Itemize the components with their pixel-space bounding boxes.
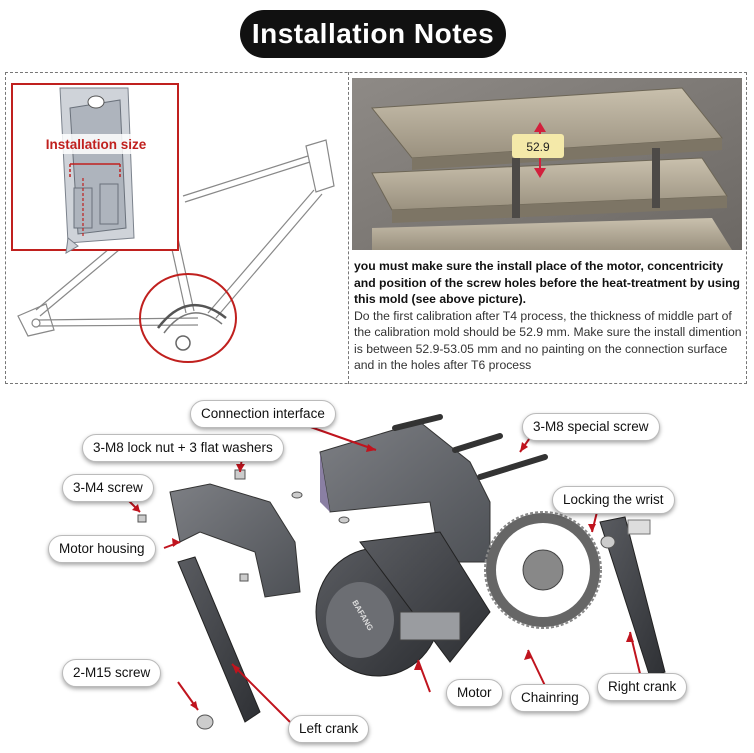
right-crank-label: Right crank <box>597 673 688 701</box>
notes-bold-text: you must make sure the install place of … <box>354 259 740 306</box>
notes-detail-text: Do the first calibration after T4 proces… <box>354 308 742 373</box>
exploded-view-diagram: BAFANG <box>127 414 666 730</box>
motor-housing-label: Motor housing <box>48 535 156 563</box>
page-title: Installation Notes <box>240 10 506 58</box>
left-crank-label: Left crank <box>288 715 370 743</box>
frame-diagram: Installation size <box>11 83 335 363</box>
mold-thickness-label: 52.9 <box>526 140 550 154</box>
locking-wrist-label: Locking the wrist <box>552 486 675 514</box>
installation-size-label: Installation size <box>46 137 147 152</box>
installation-notes: you must make sure the install place of … <box>354 258 742 374</box>
chainring-label: Chainring <box>510 684 590 712</box>
lock-nut-label: 3-M8 lock nut + 3 flat washers <box>82 434 284 462</box>
connection-interface-label: Connection interface <box>190 400 336 428</box>
m4-screw-label: 3-M4 screw <box>62 474 154 502</box>
m15-screw-label: 2-M15 screw <box>62 659 162 687</box>
panel-divider <box>348 72 349 384</box>
motor-label: Motor <box>446 679 503 707</box>
special-screw-label: 3-M8 special screw <box>522 413 660 441</box>
calibration-mold-photo: 52.9 <box>352 78 742 250</box>
